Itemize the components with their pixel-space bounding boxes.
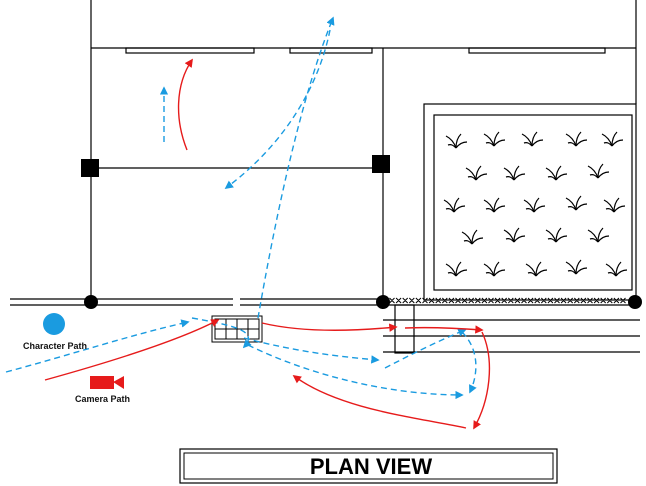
columns — [81, 155, 390, 177]
street-lines — [10, 298, 640, 354]
vegetation-tufts — [443, 131, 628, 277]
building-walls — [90, 0, 637, 300]
camera-path-icon — [90, 376, 124, 389]
grate-box — [211, 315, 263, 343]
camera-paths — [44, 58, 491, 430]
legend: Character Path Camera Path — [23, 313, 130, 404]
fence — [389, 297, 626, 304]
camera-path-label: Camera Path — [75, 394, 130, 404]
title-box: PLAN VIEW — [179, 448, 558, 484]
character-paths — [5, 16, 477, 400]
character-path-label: Character Path — [23, 341, 87, 351]
character-path-icon — [43, 313, 65, 335]
wall-joints — [84, 295, 642, 309]
page-title: PLAN VIEW — [310, 454, 432, 479]
